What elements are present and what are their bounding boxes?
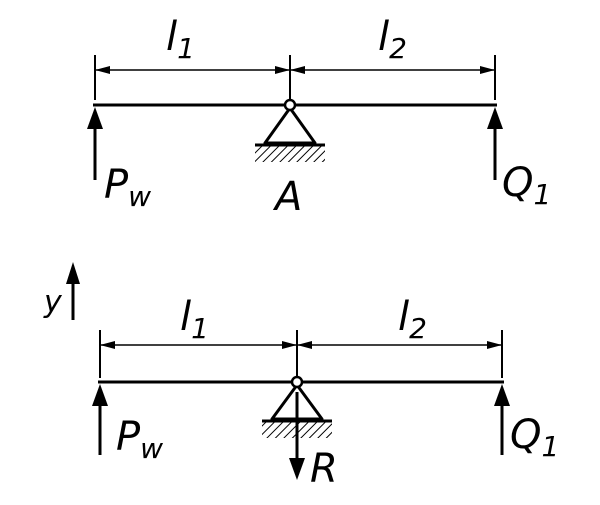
bottom-span-right-label: l2 <box>398 294 427 345</box>
top-span-right-label: l2 <box>378 14 407 65</box>
top-force-right-label: Q1 <box>502 160 551 211</box>
bottom-force-arrowhead-left <box>92 384 108 406</box>
top-force-left-label: Pw <box>104 162 151 213</box>
bottom-dim-arrow <box>282 341 297 349</box>
bottom-force-right-label: Q1 <box>510 412 559 463</box>
reaction-label: R <box>310 446 338 492</box>
bottom-force-left-label: Pw <box>116 414 163 465</box>
bottom-force-arrowhead-right <box>494 384 510 406</box>
top-force-arrowhead-right <box>487 107 503 129</box>
y-axis-label: y <box>43 285 63 320</box>
top-force-arrowhead-left <box>87 107 103 129</box>
top-dim-arrow <box>290 66 305 74</box>
bottom-diagram: y l1 l2 Pw R Q1 <box>43 262 559 492</box>
bottom-dim-arrow <box>100 341 115 349</box>
reaction-arrowhead <box>289 458 305 480</box>
bottom-pin-joint <box>290 375 304 389</box>
bottom-span-left-label: l1 <box>180 294 209 345</box>
bottom-dim-arrow <box>297 341 312 349</box>
top-dim-arrow <box>480 66 495 74</box>
top-ground-hatch <box>255 146 325 162</box>
top-pin-joint <box>283 98 297 112</box>
top-dim-arrow <box>95 66 110 74</box>
top-dim-arrow <box>275 66 290 74</box>
y-axis-arrowhead <box>66 262 80 284</box>
top-pin-support <box>263 106 317 145</box>
top-diagram: l1 l2 Pw A Q1 <box>87 14 551 220</box>
top-span-left-label: l1 <box>166 14 195 65</box>
bottom-dim-arrow <box>487 341 502 349</box>
top-support-label: A <box>272 174 302 220</box>
